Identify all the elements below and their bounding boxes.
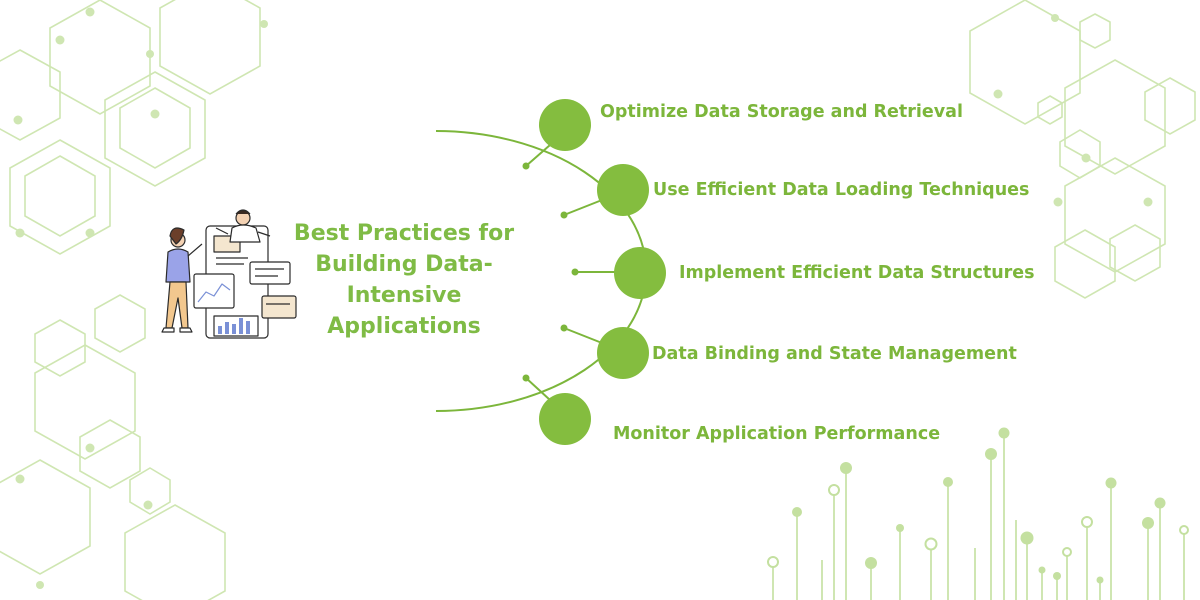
decor-dot: [13, 115, 23, 125]
circuit-ring: [1062, 547, 1072, 557]
title-line: Best Practices for: [293, 221, 515, 246]
branch-node-4: [597, 327, 649, 379]
title-line: Applications: [327, 314, 481, 339]
decor-dot: [55, 35, 65, 45]
decor-dot: [36, 581, 44, 589]
hexagon-shape: [124, 504, 226, 600]
branch-label-monitoring: Monitor Application Performance: [613, 424, 941, 444]
decor-dot: [260, 20, 268, 28]
hexagon-shape: [1064, 59, 1166, 175]
decor-dot: [146, 50, 154, 58]
connector-dot: [560, 324, 568, 332]
hexagon-shape: [0, 459, 91, 575]
circuit-node: [1020, 531, 1034, 545]
hexagon-shape: [1054, 229, 1116, 299]
circuit-node: [1096, 576, 1104, 584]
hexagon-shape: [129, 467, 171, 515]
circuit-node: [840, 462, 852, 474]
connector-dot: [522, 162, 530, 170]
hexagon-shape: [0, 49, 61, 141]
decor-dot: [1053, 197, 1063, 207]
connector-dot: [560, 211, 568, 219]
branch-label-structures: Implement Efficient Data Structures: [679, 263, 1035, 283]
people-with-dashboard-icon: [161, 209, 297, 339]
circuit-ring: [1179, 525, 1189, 535]
hexagon-shape: [119, 87, 191, 169]
connector-line: [563, 327, 603, 344]
connector-line: [563, 199, 603, 216]
circuit-node: [1038, 566, 1046, 574]
decor-dot: [993, 89, 1003, 99]
decor-dot: [1143, 197, 1153, 207]
decor-dot: [1081, 153, 1091, 163]
hexagon-shape: [24, 155, 96, 237]
decor-dot: [143, 500, 153, 510]
connector-line: [525, 377, 551, 401]
hexagon-shape: [159, 0, 261, 95]
circuit-ring: [828, 484, 840, 496]
hexagon-shape: [104, 71, 206, 187]
circuit-node: [896, 524, 904, 532]
connector-line: [525, 144, 551, 167]
branch-label-loading: Use Efficient Data Loading Techniques: [653, 180, 1030, 200]
hexagon-shape: [34, 344, 136, 460]
hexagon-shape: [9, 139, 111, 255]
connector-dot: [571, 268, 579, 276]
decor-dot: [85, 7, 95, 17]
circuit-ring: [1081, 516, 1093, 528]
branch-node-3: [614, 247, 666, 299]
decor-dot: [1051, 14, 1059, 22]
decor-dot: [15, 228, 25, 238]
branch-label-binding: Data Binding and State Management: [652, 344, 1017, 364]
circuit-node: [865, 557, 877, 569]
title-line: Building Data-: [315, 252, 493, 277]
circuit-ring: [767, 556, 779, 568]
branch-label-storage: Optimize Data Storage and Retrieval: [600, 102, 963, 122]
circuit-node: [943, 477, 953, 487]
circuit-node: [998, 427, 1010, 439]
hexagon-shape: [1059, 129, 1101, 179]
hexagon-shape: [1144, 77, 1196, 135]
hexagon-shape: [1037, 95, 1063, 125]
hexagon-shape: [94, 294, 146, 353]
title-line: Intensive: [346, 283, 462, 308]
circuit-ring: [924, 537, 938, 551]
hexagon-shape: [79, 419, 141, 489]
hexagon-shape: [34, 319, 86, 377]
hexagon-shape: [1109, 224, 1161, 282]
circuit-node: [792, 507, 802, 517]
hexagon-shape: [1079, 13, 1111, 49]
decor-dot: [15, 474, 25, 484]
branch-node-2: [597, 164, 649, 216]
circuit-node: [1142, 517, 1154, 529]
circuit-node: [985, 448, 997, 460]
branch-node-1: [539, 99, 591, 151]
decor-dot: [85, 443, 95, 453]
circuit-node: [1053, 572, 1061, 580]
decor-dot: [150, 109, 160, 119]
page-title: Best Practices for Building Data- Intens…: [278, 218, 530, 342]
connector-dot: [522, 374, 530, 382]
circuit-node: [1105, 477, 1117, 489]
branch-node-5: [539, 393, 591, 445]
hexagon-shape: [49, 0, 151, 115]
decor-dot: [85, 228, 95, 238]
circuit-node: [1154, 497, 1166, 509]
